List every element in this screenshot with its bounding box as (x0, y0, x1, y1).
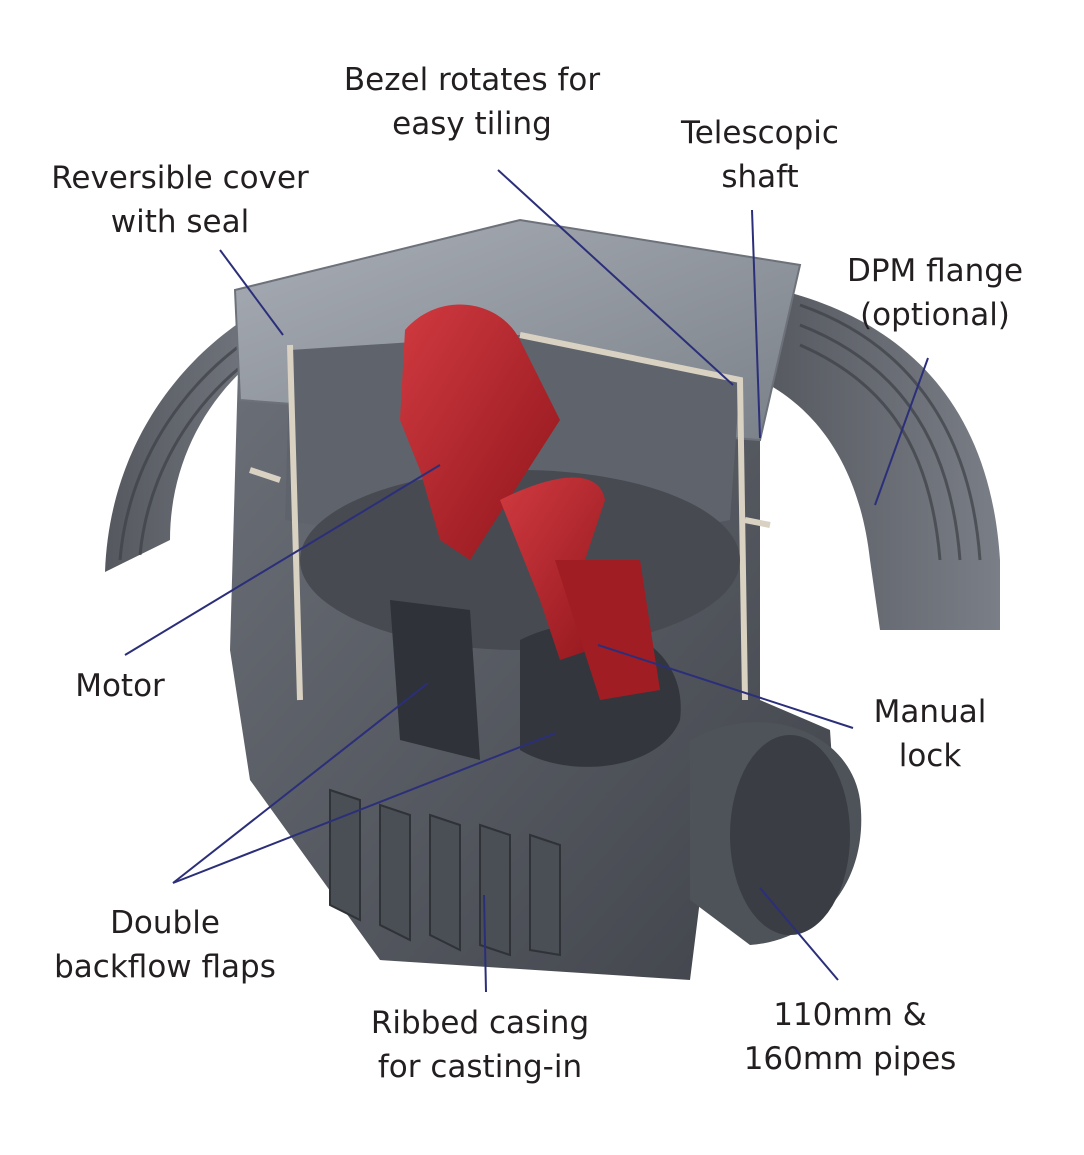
label-lock-line1: Manual (873, 694, 987, 730)
label-shaft-line1: Telescopic (681, 115, 839, 151)
label-shaft: Telescopic shaft (660, 111, 860, 199)
leader-flange (874, 357, 929, 506)
label-cover-line2: with seal (110, 204, 250, 240)
label-casing-line2: for casting-in (377, 1049, 583, 1085)
label-flange-line1: DPM flange (846, 253, 1024, 289)
label-motor: Motor (50, 664, 190, 708)
label-cover-line1: Reversible cover (51, 160, 309, 196)
leader-motor (124, 464, 441, 656)
label-pipes: 110mm & 160mm pipes (720, 993, 980, 1081)
label-flange: DPM flange (optional) (820, 249, 1050, 337)
label-pipes-line2: 160mm pipes (743, 1041, 957, 1077)
label-flange-line2: (optional) (860, 297, 1010, 333)
ribbed-casing (329, 788, 561, 957)
motor-mechanism (400, 304, 560, 560)
label-shaft-line2: shaft (721, 159, 799, 195)
label-bezel-line2: easy tiling (392, 106, 552, 142)
label-casing-line1: Ribbed casing (370, 1005, 590, 1041)
leader-cover (219, 249, 284, 336)
leader-shaft (751, 209, 761, 439)
label-motor-line1: Motor (75, 668, 165, 704)
label-lock: Manual lock (850, 690, 1010, 778)
label-flaps-line1: Double (110, 905, 220, 941)
label-flaps-line2: backflow flaps (54, 949, 276, 985)
label-casing: Ribbed casing for casting-in (340, 1001, 620, 1089)
label-bezel-line1: Bezel rotates for (343, 62, 601, 98)
outlet-pipe-opening (730, 735, 850, 935)
seal-profile (249, 332, 771, 701)
label-flaps: Double backflow flaps (30, 901, 300, 989)
leader-pipes (759, 887, 839, 981)
label-pipes-line1: 110mm & (773, 997, 927, 1033)
leader-casing (483, 894, 487, 993)
leader-bezel (497, 169, 734, 386)
label-cover: Reversible cover with seal (30, 156, 330, 244)
label-bezel: Bezel rotates for easy tiling (322, 58, 622, 146)
label-lock-line2: lock (898, 738, 962, 774)
leader-flaps-1 (172, 682, 429, 884)
leader-lock (597, 644, 854, 729)
backflow-flap-left (390, 600, 480, 760)
manual-lock-lever (555, 560, 660, 700)
leader-flaps-2 (172, 732, 557, 884)
